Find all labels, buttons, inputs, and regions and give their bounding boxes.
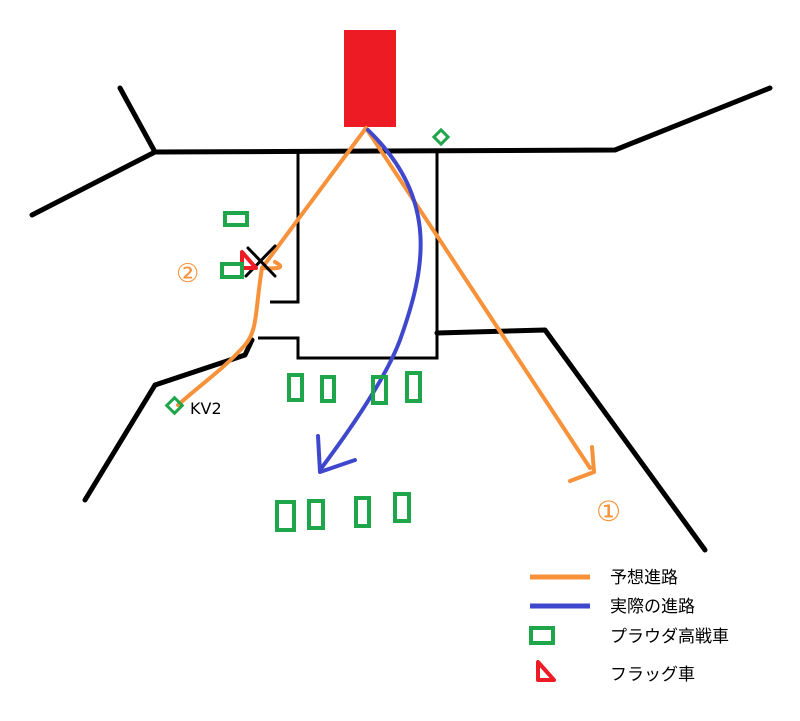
start-block (344, 30, 396, 127)
legend-tank-icon (529, 626, 555, 645)
diamond-marker-north (431, 127, 451, 147)
tank-row1-4 (405, 371, 422, 403)
route-1-label: ① (596, 495, 621, 528)
actual-path-arrowhead (316, 434, 357, 474)
diamond-markers (164, 127, 451, 416)
road-w (29, 149, 158, 218)
building-west-wall (270, 152, 300, 304)
expected-path-route-2 (260, 126, 368, 270)
expected-path-route-1 (364, 126, 592, 470)
tank-row1-2 (320, 375, 336, 403)
road-southwest-lower (82, 382, 158, 503)
road-north (152, 85, 773, 155)
expected-path-route-1-arrowhead (568, 445, 596, 483)
roads (29, 85, 773, 553)
route-2-label: ② (176, 259, 199, 289)
expected-path-kv2 (176, 266, 264, 407)
tank-row2-3 (354, 496, 371, 528)
tanks (220, 211, 422, 532)
legend-flag-label: フラッグ車 (610, 665, 695, 685)
actual-path-line (318, 128, 423, 472)
cross-mark-stroke-2 (244, 244, 277, 278)
actual-path (316, 128, 423, 474)
tank-row1-3 (371, 375, 388, 405)
tank-row2-1 (275, 500, 296, 532)
legend-expected-label: 予想進路 (610, 568, 678, 588)
expected-paths (176, 126, 596, 483)
flag-car-icon (240, 250, 258, 270)
road-nw (117, 85, 158, 155)
legend-actual-label: 実際の進路 (610, 597, 695, 617)
building-outline (258, 152, 439, 360)
legend-tank-label: プラウダ高戦車 (610, 627, 729, 647)
diamond-marker-kv2 (164, 395, 185, 416)
kv2-label: KV2 (190, 399, 222, 418)
tank-west-2 (220, 262, 244, 279)
building-south-wall (258, 152, 439, 360)
road-east (434, 327, 708, 553)
legend-flag-icon (536, 660, 556, 682)
cross-mark (244, 244, 277, 278)
tank-west-1 (223, 211, 249, 227)
road-southwest-upper (152, 337, 255, 388)
tank-row2-2 (307, 499, 325, 530)
legend: 予想進路 実際の進路 プラウダ高戦車 フラッグ車 (529, 568, 729, 685)
tank-row2-4 (393, 492, 411, 523)
tank-row1-1 (287, 373, 304, 402)
